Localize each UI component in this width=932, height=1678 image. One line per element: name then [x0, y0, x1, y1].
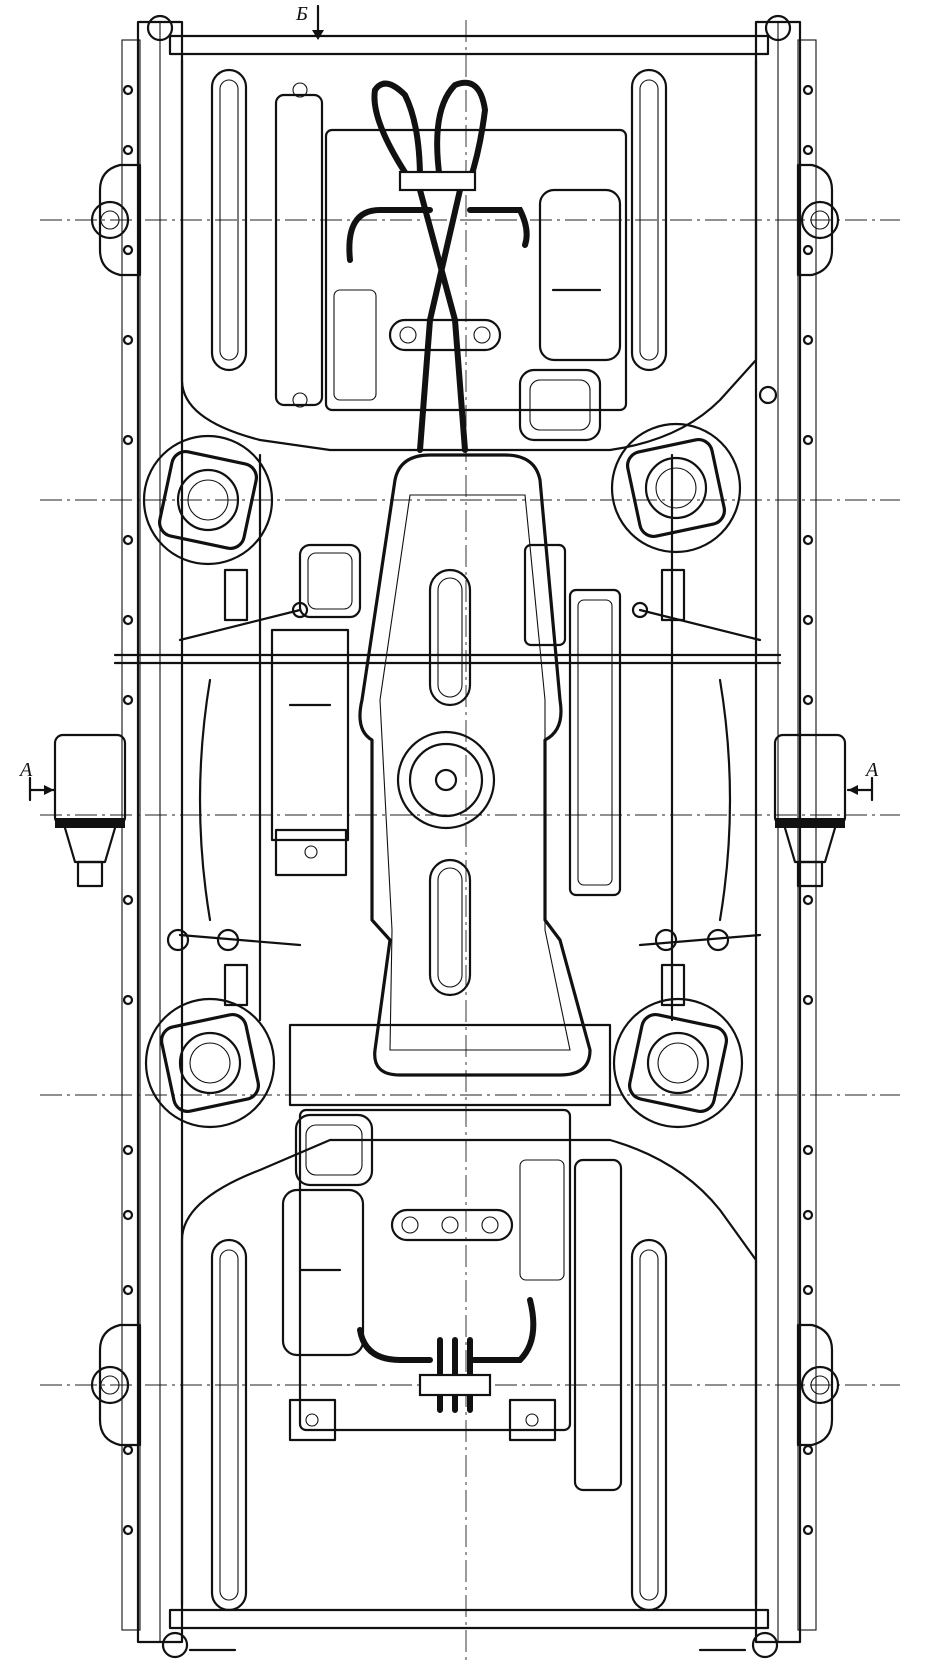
wheel-top-left: [210, 68, 248, 372]
bolt: [122, 84, 134, 96]
axlebox-top-right: [796, 163, 840, 277]
side-discs: [198, 678, 732, 922]
wheel-top-right: [630, 68, 668, 372]
bolt: [802, 144, 814, 156]
section-label-b: Б: [295, 3, 308, 25]
cable-bundle-top: [346, 79, 530, 453]
brake-cylinder-left: [53, 733, 127, 888]
bolt: [802, 534, 814, 546]
bolt: [122, 894, 134, 906]
bolt: [122, 1209, 134, 1221]
motor-mid-left: [270, 543, 362, 877]
bolt: [122, 534, 134, 546]
bolt: [802, 334, 814, 346]
traction-motor-bottom: [281, 1108, 623, 1492]
wheel-bottom-right: [630, 1238, 668, 1612]
bolt: [122, 1284, 134, 1296]
bogie-frame: [121, 20, 817, 1644]
bolt: [802, 1524, 814, 1536]
bolt: [802, 894, 814, 906]
cable-bundle-bottom: [288, 1297, 557, 1442]
spring-unit-top-right: [610, 422, 742, 554]
bolt: [122, 144, 134, 156]
section-label-a-right: А: [864, 759, 879, 781]
brake-cylinder-right: [773, 733, 847, 888]
bolt: [122, 994, 134, 1006]
corner-fittings: [146, 14, 792, 1659]
bolt: [802, 614, 814, 626]
bolt: [122, 614, 134, 626]
section-label-a-left: А: [18, 759, 33, 781]
section-marker-left: А: [18, 759, 56, 802]
section-marker-right: А: [846, 759, 879, 802]
bolt: [802, 1144, 814, 1156]
bolt: [122, 1144, 134, 1156]
bolt: [122, 1524, 134, 1536]
wheel-bottom-left: [210, 1238, 248, 1612]
bolt: [122, 244, 134, 256]
bolt: [802, 434, 814, 446]
traction-motor-top: [274, 82, 628, 442]
bolt: [802, 1444, 814, 1456]
motor-mid-right: [523, 543, 622, 897]
axlebox-bottom-left: [90, 1323, 142, 1447]
bolt: [802, 694, 814, 706]
spring-unit-bottom-right: [612, 997, 744, 1129]
bolt: [122, 434, 134, 446]
bolt: [802, 244, 814, 256]
center-bolster: [358, 453, 592, 1077]
section-marker-top: Б: [295, 3, 324, 40]
bolt: [802, 84, 814, 96]
spring-unit-top-left: [142, 434, 274, 566]
axlebox-bottom-right: [796, 1323, 840, 1447]
spring-unit-bottom-left: [144, 997, 276, 1129]
bolt: [122, 694, 134, 706]
frame-bolts: [122, 84, 814, 1536]
bolt: [122, 1444, 134, 1456]
brake-rigging: [113, 568, 782, 1007]
bolt: [802, 1284, 814, 1296]
bolt: [122, 334, 134, 346]
axlebox-top-left: [90, 163, 142, 277]
bolt: [802, 1209, 814, 1221]
bolt: [802, 994, 814, 1006]
center-lines: [40, 20, 900, 1660]
